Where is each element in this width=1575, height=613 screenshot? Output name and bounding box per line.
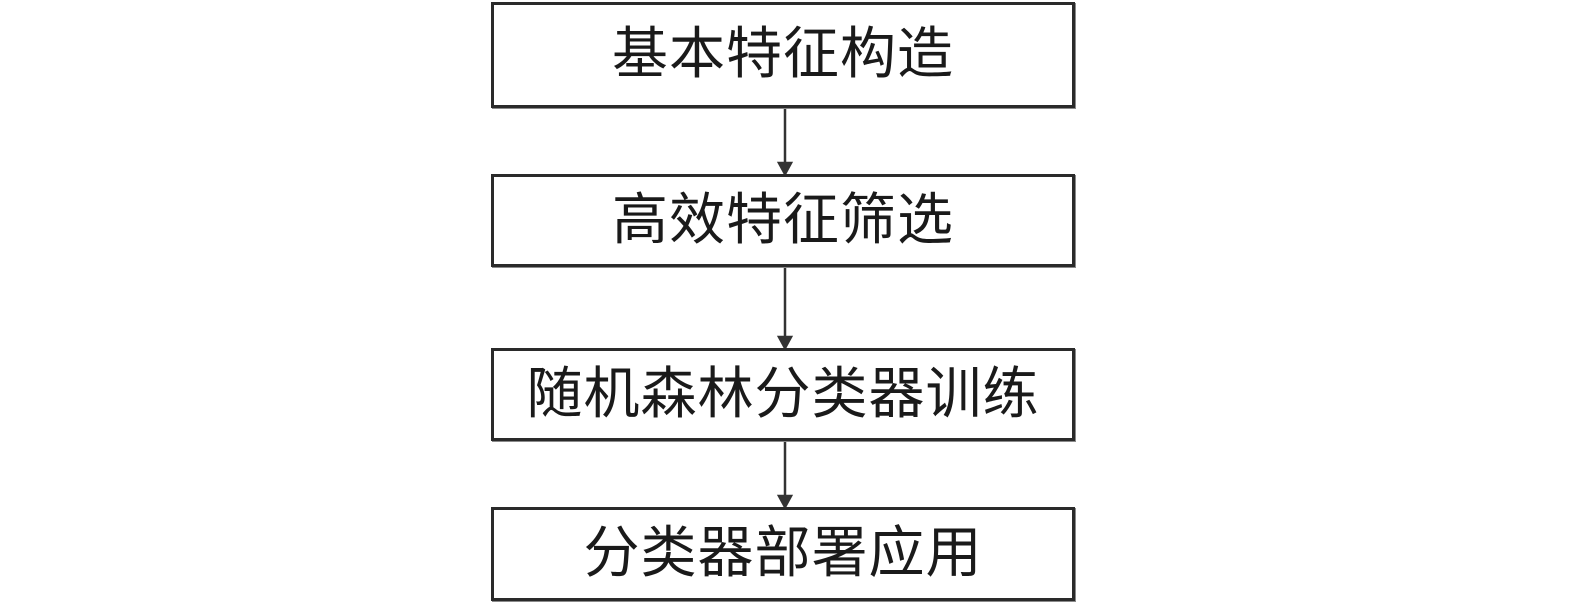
step-box-feature-selection: 高效特征筛选 — [491, 174, 1075, 267]
arrow-3-head — [776, 494, 794, 510]
step-box-feature-construction: 基本特征构造 — [491, 2, 1075, 108]
step-box-classifier-training: 随机森林分类器训练 — [491, 348, 1075, 441]
step-label: 基本特征构造 — [612, 22, 954, 87]
step-label: 随机森林分类器训练 — [526, 361, 1040, 427]
step-label: 高效特征筛选 — [612, 187, 954, 253]
step-label: 分类器部署应用 — [583, 521, 983, 586]
arrow-2-head — [776, 335, 794, 351]
step-box-classifier-deployment: 分类器部署应用 — [491, 507, 1075, 601]
arrow-1-head — [776, 161, 794, 177]
